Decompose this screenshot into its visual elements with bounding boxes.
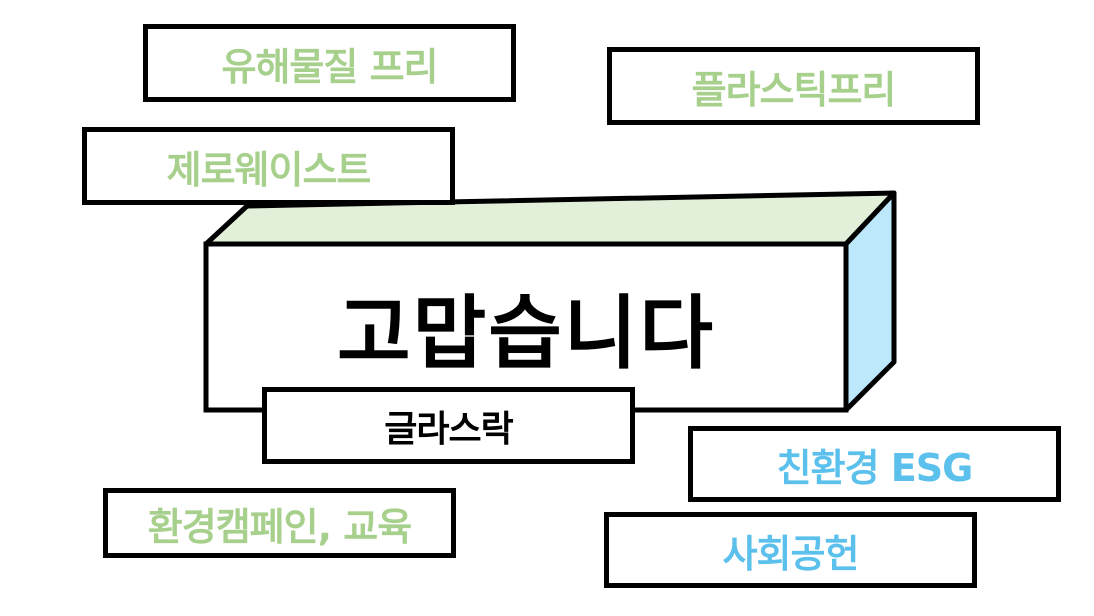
tag-social-label: 사회공헌: [722, 531, 860, 576]
tag-zero-waste-label: 제로웨이스트: [166, 147, 372, 192]
tag-social-contribution: 사회공헌: [604, 512, 977, 588]
tag-harmful-free: 유해물질 프리: [143, 24, 516, 102]
tag-campaign-label: 환경캠페인, 교육: [147, 504, 412, 549]
tag-brand: 글라스락: [262, 387, 635, 464]
tag-campaign: 환경캠페인, 교육: [103, 488, 456, 558]
tag-brand-label: 글라스락: [384, 408, 513, 450]
tag-esg: 친환경 ESG: [688, 426, 1061, 502]
title-thank-you: 고맙습니다: [337, 287, 715, 380]
tag-plastic-free-label: 플라스틱프리: [691, 67, 897, 112]
tag-plastic-free: 플라스틱프리: [607, 47, 980, 125]
tag-harmful-free-label: 유해물질 프리: [221, 44, 439, 89]
tag-esg-label: 친환경 ESG: [776, 445, 974, 490]
box-front-face: [203, 241, 849, 413]
tag-zero-waste: 제로웨이스트: [82, 127, 455, 205]
